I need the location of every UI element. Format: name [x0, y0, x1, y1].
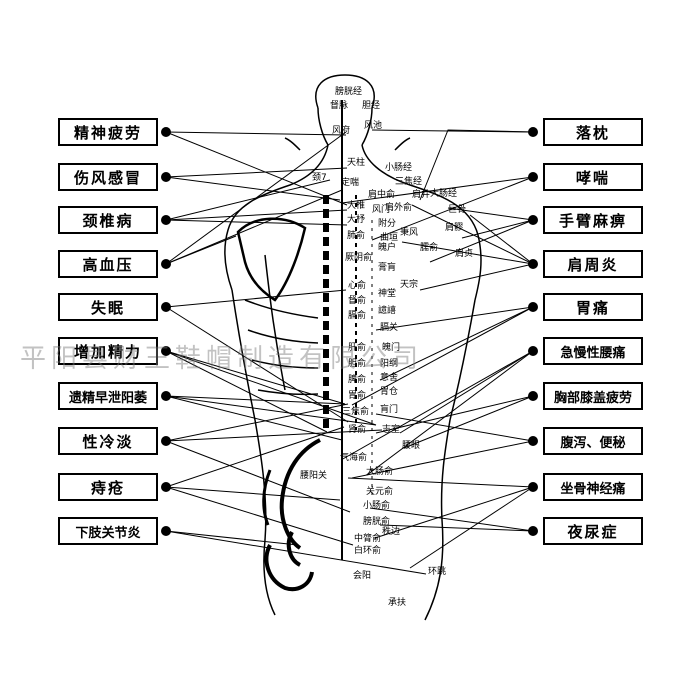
right-label-chest-knee: 胸部膝盖疲劳	[543, 382, 643, 410]
left-label-frigidity: 性冷淡	[58, 427, 158, 455]
right-label-arm-numbness: 手臂麻痹	[543, 206, 643, 234]
acupoint-label: 魄户	[378, 241, 396, 253]
acupoint-label: 环跳	[428, 565, 446, 577]
right-label-frozen-shoulder: 肩周炎	[543, 250, 643, 278]
acupoint-label: 胃俞	[348, 389, 366, 401]
leader-lines-right	[340, 129, 534, 569]
acupoint-label: 阳纲	[380, 357, 398, 369]
left-label-impotence: 遗精早泄阳萎	[58, 382, 158, 410]
meridian-label: 胆经	[362, 99, 380, 111]
right-label-back-pain: 急慢性腰痛	[543, 337, 643, 365]
acupoint-label: 肺俞	[347, 229, 365, 241]
acupoint-label: 大肠俞	[366, 465, 393, 477]
left-label-arthritis: 下肢关节炎	[58, 517, 158, 545]
right-label-stiff-neck: 落枕	[543, 118, 643, 146]
left-label-cervical: 颈椎病	[58, 206, 158, 234]
acupoint-label: 承扶	[388, 596, 406, 608]
acupoint-label: 膀胱俞	[363, 515, 390, 527]
acupoint-label: 膈俞	[348, 309, 366, 321]
left-label-fatigue: 精神疲劳	[58, 118, 158, 146]
watermark-text: 平阳县财王鞋帽制造有限公司	[20, 344, 424, 374]
acupoint-label: 气海俞	[340, 451, 367, 463]
acupoint-label: 膈关	[380, 321, 398, 333]
acupoint-label: 膏肓	[378, 261, 396, 273]
acupoint-label: 白环俞	[354, 544, 381, 556]
acupoint-label: 肩井	[412, 188, 430, 200]
connector-dots	[161, 127, 538, 536]
acupoint-label: 肩髎	[445, 221, 463, 233]
right-label-sciatica: 坐骨神经痛	[543, 473, 643, 501]
meridian-label: 三焦经	[395, 175, 422, 187]
acupoint-label: 定喘	[341, 176, 359, 188]
meridian-label: 膀胱经	[335, 85, 362, 97]
meridian-label: 督脉	[330, 99, 348, 111]
acupoint-label: 附分	[378, 217, 396, 229]
acupoint-label: 秩边	[382, 526, 400, 537]
acupoint-label: 三焦俞	[342, 405, 369, 417]
right-label-nocturia: 夜尿症	[543, 517, 643, 545]
acupoint-label: 天柱	[347, 156, 365, 168]
left-label-hemorrhoids: 痔疮	[58, 473, 158, 501]
acupoint-label: 中膂俞	[354, 532, 381, 544]
acupoint-label: 关元俞	[366, 485, 393, 497]
acupoint-label: 督俞	[348, 294, 366, 306]
right-label-diarrhea: 腹泻、便秘	[543, 427, 643, 455]
left-label-energy: 增加精力	[58, 337, 158, 365]
acupoint-label: 心俞	[348, 279, 366, 291]
acupoint-label: 胃仓	[380, 385, 398, 397]
acupoint-label: 魄门	[382, 341, 400, 353]
acupoint-label: 大杼	[347, 213, 365, 225]
acupoint-label: 风府	[332, 124, 350, 136]
left-label-insomnia: 失眠	[58, 293, 158, 321]
acupoint-label: 秉风	[400, 226, 418, 238]
acupoint-label: 小肠俞	[363, 499, 390, 511]
left-label-cold: 伤风感冒	[58, 163, 158, 191]
acupoint-label: 脾俞	[348, 373, 366, 385]
acupoint-label: 颈7	[312, 172, 327, 183]
acupoint-label: 风门	[372, 203, 390, 215]
acupoint-label: 天宗	[400, 278, 418, 290]
left-label-hypertension: 高血压	[58, 250, 158, 278]
acupoint-label: 胆俞	[348, 357, 366, 369]
acupoint-label: 腰阳关	[300, 469, 327, 481]
acupoint-label: 肩中俞	[368, 188, 395, 200]
scapula-ribs	[236, 217, 319, 396]
acupoint-label: 肾俞	[348, 423, 366, 435]
acupoint-label: 曲垣	[380, 232, 398, 243]
right-label-asthma: 哮喘	[543, 163, 643, 191]
acupoint-label: 神堂	[378, 287, 396, 299]
leader-lines-left	[165, 131, 427, 575]
acupoint-labels: 风府 风池 天柱 颈7 定喘 大椎 大杼 风门 肺俞 厥阴俞 心俞 督俞 膈俞 …	[300, 119, 473, 608]
acupoint-label: 肝俞	[348, 341, 366, 353]
spine	[323, 100, 373, 560]
acupoint-label: 肓门	[380, 403, 398, 415]
pelvis	[262, 438, 321, 592]
acupoint-label: 会阳	[353, 569, 371, 581]
acupoint-label: 譩譆	[378, 304, 396, 316]
acupoint-label: 肩外俞	[385, 201, 412, 213]
right-label-stomach-ache: 胃痛	[543, 293, 643, 321]
acupoint-label: 风池	[364, 119, 382, 131]
acupoint-label: 厥阴俞	[345, 251, 372, 263]
meridian-label: 小肠经	[385, 161, 412, 173]
